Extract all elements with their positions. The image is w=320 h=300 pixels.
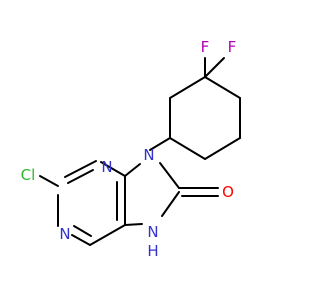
nitrogen-label-n1: N <box>59 225 70 243</box>
nitrogen-label-n9: N <box>143 146 154 164</box>
fluorine-label-right: F <box>228 38 237 56</box>
fluorine-label-top: F <box>201 38 210 56</box>
hydrogen-label-n7: H <box>147 242 158 260</box>
oxygen-label: O <box>222 183 234 201</box>
nitrogen-label-n7: N <box>147 223 158 241</box>
cyclohexyl-n9-bond <box>149 137 171 151</box>
c2-n3-bond <box>64 160 97 178</box>
nitrogen-label-n3: N <box>101 158 112 176</box>
cyclohexane-ring <box>169 76 241 160</box>
chlorine-label: Cl <box>21 166 36 184</box>
fluorine-bonds <box>204 57 225 78</box>
imidazolone-ring <box>124 162 219 226</box>
chemical-structure-diagram: F F Cl N N N O N H <box>21 38 241 260</box>
pyrimidine-ring <box>39 160 126 246</box>
